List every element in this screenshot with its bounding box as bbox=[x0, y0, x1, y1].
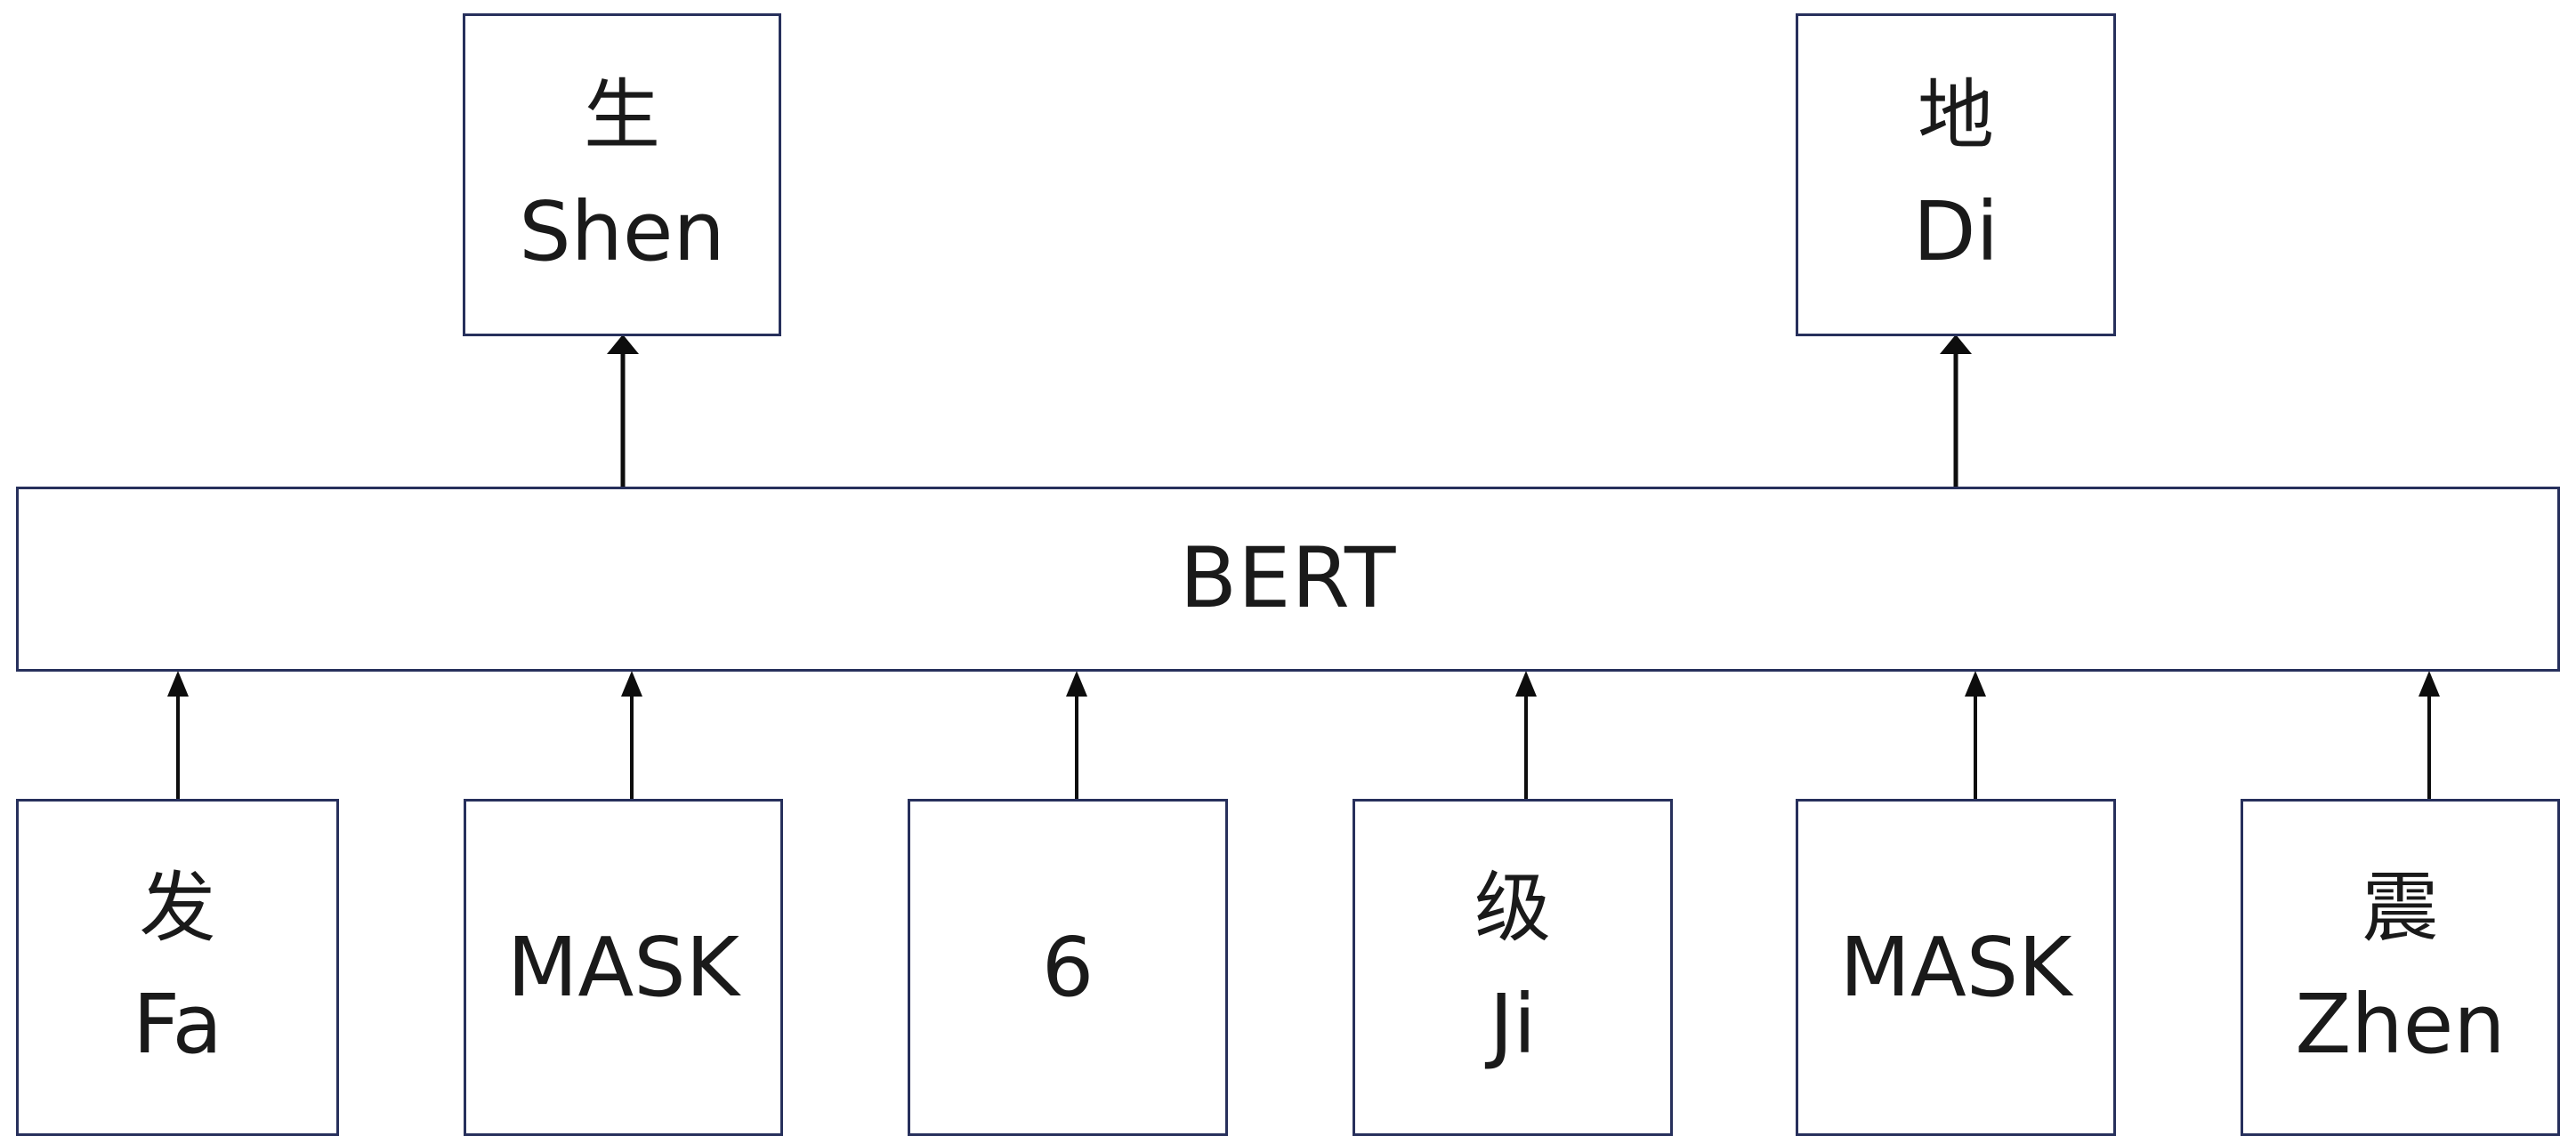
output-token-di-roman: Di bbox=[1912, 183, 1999, 279]
input-token-six[interactable]: 6 bbox=[908, 799, 1228, 1136]
input-token-ji-cjk: 级 bbox=[1474, 863, 1551, 953]
arrow-input-mask-1-to-bert bbox=[621, 671, 642, 799]
bert-encoder-block[interactable]: BERT bbox=[16, 487, 2560, 672]
input-token-mask-1-label: MASK bbox=[506, 919, 740, 1015]
input-token-zhen[interactable]: 震 Zhen bbox=[2241, 799, 2560, 1136]
bert-encoder-label: BERT bbox=[1179, 530, 1397, 627]
output-token-shen-roman: Shen bbox=[519, 183, 725, 279]
input-token-zhen-roman: Zhen bbox=[2295, 976, 2506, 1072]
arrow-input-ji-to-bert bbox=[1515, 671, 1537, 799]
input-token-mask-2-label: MASK bbox=[1839, 919, 2072, 1015]
output-token-shen-cjk: 生 bbox=[584, 70, 660, 160]
input-token-mask-1[interactable]: MASK bbox=[464, 799, 783, 1136]
arrow-input-zhen-to-bert bbox=[2419, 671, 2440, 799]
input-token-fa[interactable]: 发 Fa bbox=[16, 799, 339, 1136]
input-token-mask-2[interactable]: MASK bbox=[1796, 799, 2116, 1136]
output-token-di[interactable]: 地 Di bbox=[1796, 13, 2116, 336]
input-token-fa-roman: Fa bbox=[133, 976, 222, 1072]
input-token-six-label: 6 bbox=[1041, 919, 1094, 1015]
input-token-zhen-cjk: 震 bbox=[2362, 863, 2439, 953]
output-token-di-cjk: 地 bbox=[1918, 70, 1994, 160]
input-token-fa-cjk: 发 bbox=[139, 863, 216, 953]
input-token-ji[interactable]: 级 Ji bbox=[1353, 799, 1673, 1136]
arrow-bert-to-output-di bbox=[1940, 334, 1972, 487]
arrow-input-six-to-bert bbox=[1066, 671, 1087, 799]
output-token-shen[interactable]: 生 Shen bbox=[463, 13, 781, 336]
arrow-bert-to-output-shen bbox=[607, 334, 639, 487]
arrow-input-mask-2-to-bert bbox=[1965, 671, 1986, 799]
arrow-input-fa-to-bert bbox=[167, 671, 189, 799]
input-token-ji-roman: Ji bbox=[1489, 976, 1537, 1072]
